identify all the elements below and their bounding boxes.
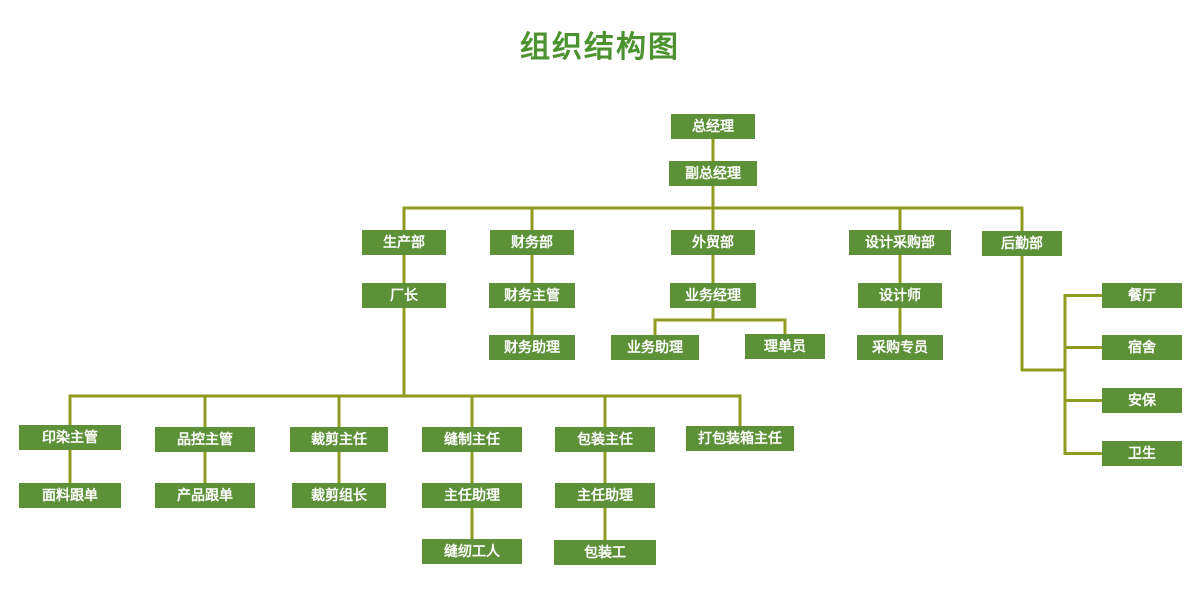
page-title: 组织结构图 <box>520 31 680 64</box>
org-node-cut_director: 裁剪主任 <box>290 427 388 452</box>
org-node-pack_director: 包装主任 <box>555 427 655 452</box>
org-node-pack_worker: 包装工 <box>554 540 656 565</box>
org-node-sew_director: 缝制主任 <box>422 427 522 452</box>
org-node-sew_worker: 缝纫工人 <box>422 539 522 564</box>
org-node-dye_supervisor: 印染主管 <box>19 425 121 450</box>
org-node-gm: 总经理 <box>671 114 755 139</box>
org-node-designer: 设计师 <box>858 283 942 308</box>
org-node-canteen: 餐厅 <box>1102 283 1182 308</box>
org-node-finance_supervisor: 财务主管 <box>489 283 575 308</box>
org-node-finance: 财务部 <box>490 230 574 255</box>
org-node-design_purchase: 设计采购部 <box>849 230 951 255</box>
org-node-order_clerk: 理单员 <box>745 334 825 359</box>
org-node-business_manager: 业务经理 <box>670 283 756 308</box>
org-node-security: 安保 <box>1102 388 1182 413</box>
org-node-pack_assistant: 主任助理 <box>555 483 655 508</box>
org-node-trade: 外贸部 <box>671 230 755 255</box>
org-node-qc_supervisor: 品控主管 <box>155 427 255 452</box>
org-node-vice_gm: 副总经理 <box>669 161 757 186</box>
org-node-product_merchandiser: 产品跟单 <box>155 483 255 508</box>
org-node-cut_leader: 裁剪组长 <box>292 483 386 508</box>
org-node-dorm: 宿舍 <box>1102 335 1182 360</box>
org-node-fabric_merchandiser: 面料跟单 <box>19 483 121 508</box>
org-node-business_assistant: 业务助理 <box>611 335 699 360</box>
org-node-logistics: 后勤部 <box>982 231 1062 256</box>
org-node-packbox_director: 打包装箱主任 <box>686 426 794 451</box>
org-node-sew_assistant: 主任助理 <box>422 483 522 508</box>
org-node-purchase_specialist: 采购专员 <box>857 335 943 360</box>
org-node-production: 生产部 <box>362 230 446 255</box>
org-node-finance_assistant: 财务助理 <box>489 335 575 360</box>
org-node-factory_director: 厂长 <box>362 283 446 308</box>
org-node-hygiene: 卫生 <box>1102 441 1182 466</box>
